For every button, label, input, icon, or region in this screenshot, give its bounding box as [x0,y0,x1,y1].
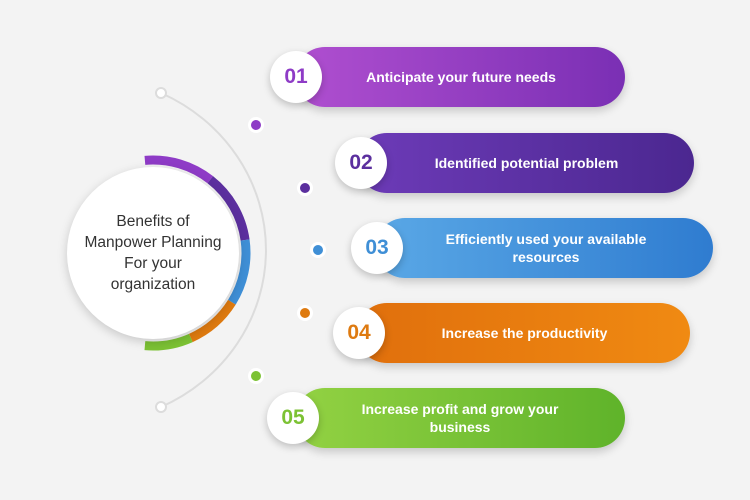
arc-end-bottom [155,401,167,413]
ring-segment-1 [144,155,214,184]
arc-dot-4 [297,305,313,321]
benefit-number-5: 05 [267,392,319,444]
benefit-pill-5: Increase profit and grow your business [295,388,625,448]
benefit-label-4: Increase the productivity [441,325,608,341]
benefit-label-3: Efficiently used your available resource… [445,231,647,265]
arc-dots [248,117,326,384]
ring-segment-4 [188,299,236,343]
arc-dot-1 [248,117,264,133]
ring-segment-5 [144,333,193,351]
ring-segment-3 [227,239,251,305]
benefit-label-5: Increase profit and grow your business [361,401,559,435]
center-circle: Benefits of Manpower Planning For your o… [67,167,239,339]
center-title: Benefits of Manpower Planning For your o… [84,213,222,293]
benefit-number-2: 02 [335,137,387,189]
arc-end-top [155,87,167,99]
benefit-pill-1: Anticipate your future needs [295,47,625,107]
benefit-label-1: Anticipate your future needs [366,69,556,85]
benefit-pill-2: Identified potential problem [357,133,694,193]
benefit-number-4: 04 [333,307,385,359]
benefit-pill-4: Increase the productivity [357,303,690,363]
benefit-pill-3: Efficiently used your available resource… [375,218,713,278]
arc-dot-3 [310,242,326,258]
ring-segment-2 [207,176,250,241]
benefit-label-2: Identified potential problem [434,155,619,171]
benefit-number-3: 03 [351,222,403,274]
arc-dot-2 [297,180,313,196]
arc-line [160,92,267,408]
benefit-number-1: 01 [270,51,322,103]
arc-dot-5 [248,368,264,384]
center-ring [144,155,251,351]
